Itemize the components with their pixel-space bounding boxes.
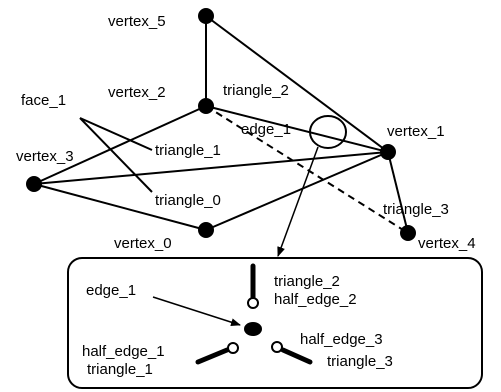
triangle-1-label: triangle_1 [155,142,221,159]
mesh-vertices [26,8,416,241]
edge-highlight-circle [309,115,347,149]
edge-v3-v0 [33,183,207,231]
detail-triangle-3-label: triangle_3 [327,353,393,370]
vertex-2-dot [198,98,214,114]
detail-half-edge-3-label: half_edge_3 [300,331,383,348]
half-edge-detail-box [67,257,483,389]
detail-edge-1-label: edge_1 [86,282,136,299]
face-1-label: face_1 [21,92,66,109]
vertex-3-label: vertex_3 [16,148,74,165]
edge-v2-v4-hidden [205,105,409,234]
triangle-2-label: triangle_2 [223,82,289,99]
half-edge-detail-glyphs [152,263,313,365]
vertex-2-label: vertex_2 [108,84,166,101]
vertex-1-dot [380,144,396,160]
mesh-edges [33,15,409,234]
half-edge-2-node [247,297,259,309]
vertex-3-dot [26,176,42,192]
edge-1-pointer [152,296,241,327]
detail-triangle-1-label: triangle_1 [87,361,153,378]
vertex-1-label: vertex_1 [387,123,445,140]
vertex-0-dot [198,222,214,238]
edge-v3-v1 [33,151,389,185]
triangle-0-label: triangle_0 [155,192,221,209]
half-edge-1-stub [195,347,230,365]
edge-v2-v3 [33,105,207,185]
vertex-4-dot [400,225,416,241]
half-edge-3-node [271,341,283,353]
triangle-3-label: triangle_3 [383,201,449,218]
vertex-4-label: vertex_4 [418,235,476,252]
face-pointer-lines [79,117,153,193]
half-edge-1-node [227,342,239,354]
edge-v5-v1 [205,15,389,153]
edge-1-label: edge_1 [241,121,291,138]
vertex-5-label: vertex_5 [108,13,166,30]
edge-v1-v4 [387,151,409,234]
detail-arrow [277,146,319,257]
half-edge-3-stub [280,347,313,365]
edge-v0-v1 [205,151,389,231]
edge-v2-v1 [205,105,389,153]
detail-half-edge-1-label: half_edge_1 [82,343,165,360]
vertex-0-label: vertex_0 [114,235,172,252]
vertex-5-dot [198,8,214,24]
detail-triangle-2-label: triangle_2 [274,273,340,290]
detail-half-edge-2-label: half_edge_2 [274,291,357,308]
edge-1-node [244,322,262,336]
